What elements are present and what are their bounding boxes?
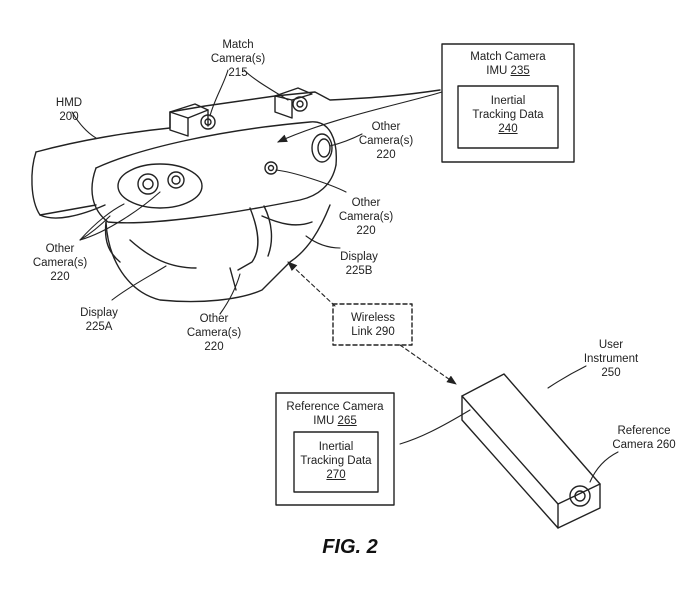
other-cameras-right-top-label: Other Camera(s) 220: [358, 121, 414, 161]
reference-camera-label: Reference Camera 260: [612, 425, 676, 451]
hmd-label: HMD 200: [55, 97, 83, 123]
display-225a-label: Display 225A: [80, 307, 118, 333]
other-cameras-right-mid-label: Other Camera(s) 220: [338, 197, 394, 237]
wireless-link-label: Wireless Link 290: [350, 312, 396, 338]
wireless-link-box: [333, 304, 412, 345]
reference-camera-imu-box: [276, 393, 394, 505]
figure-caption: FIG. 2: [322, 536, 378, 558]
display-225b-label: Display 225B: [340, 251, 378, 277]
user-instrument-label: User Instrument 250: [583, 339, 639, 379]
other-cameras-bottom-label: Other Camera(s) 220: [186, 313, 242, 353]
other-cameras-left-label: Other Camera(s) 220: [32, 243, 88, 283]
match-camera-label: Match Camera(s) 215: [210, 39, 266, 79]
hmd-headset-body: [32, 88, 440, 302]
match-inertial-tracking-box: [458, 86, 558, 148]
reference-inertial-tracking-label: Inertial Tracking Data 270: [300, 441, 372, 481]
reference-camera-imu-label: Reference Camera IMU 265: [286, 401, 384, 427]
match-inertial-tracking-label: Inertial Tracking Data 240: [472, 95, 544, 135]
match-camera-imu-label: Match Camera IMU 235: [470, 51, 546, 77]
match-imu-arrow: [277, 92, 442, 142]
wireless-link-lower-arrow: [400, 345, 457, 385]
reference-inertial-tracking-box: [294, 432, 378, 492]
wireless-link-upper-arrow: [287, 261, 335, 306]
user-instrument-body: [462, 374, 600, 528]
match-camera-imu-box: [442, 44, 574, 162]
leader-lines: [72, 70, 618, 482]
